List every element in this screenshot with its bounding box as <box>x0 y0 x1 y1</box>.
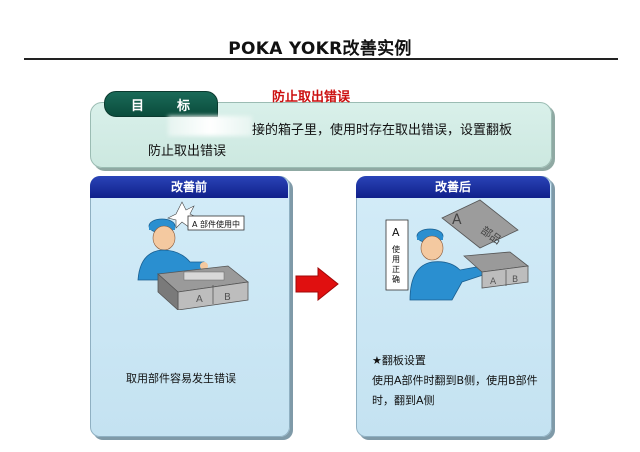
before-caption: 取用部件容易发生错误 <box>126 372 236 385</box>
blurred-text <box>168 116 252 136</box>
worker-icon <box>409 228 488 301</box>
goal-text-line-1: 接的箱子里，使用时存在取出错误，设置翻板 <box>252 123 513 138</box>
parts-box-icon <box>463 251 530 289</box>
correct-use-sign-icon <box>385 219 409 291</box>
after-caption-line-2: 时，翻到A侧 <box>372 394 435 407</box>
sign-text: A 部件使用中 <box>192 219 240 229</box>
alert-sign-icon <box>167 201 245 231</box>
side-sign-char-1: 使 <box>392 244 400 254</box>
parts-box-icon <box>157 265 249 310</box>
goal-tab-label-2: 标 <box>177 99 191 114</box>
side-sign-char-4: 确 <box>392 274 400 284</box>
side-sign-char-3: 正 <box>392 265 400 274</box>
goal-heading: 防止取出错误 <box>272 90 351 105</box>
goal-text-line-2: 防止取出错误 <box>148 144 227 159</box>
side-sign-char-2: 用 <box>392 255 400 264</box>
side-sign-letter: A <box>392 226 400 239</box>
after-box-letter-a: A <box>490 277 497 287</box>
worker-icon <box>137 218 208 281</box>
page-title: POKA YOKR改善实例 <box>228 39 412 59</box>
before-illustration: A 部件使用中 A B <box>137 201 249 310</box>
title-divider <box>24 58 618 60</box>
right-arrow-icon <box>295 267 339 301</box>
goal-tab-label-1: 目 <box>131 99 145 114</box>
goal-tab: 目 标 <box>104 91 218 117</box>
flap-letter: A <box>452 212 462 228</box>
after-illustration: A 部品 A 使 用 正 确 A B <box>385 199 530 301</box>
after-caption-line-1: 使用A部件时翻到B侧，使用B部件 <box>372 374 538 387</box>
after-caption-title: ★翻板设置 <box>372 354 426 367</box>
after-tab: 改善后 <box>356 176 550 198</box>
after-box-letter-b: B <box>512 275 518 285</box>
box-letter-a: A <box>196 294 203 305</box>
before-tab: 改善前 <box>90 176 288 198</box>
box-letter-b: B <box>224 292 231 303</box>
flip-board-icon <box>441 199 519 249</box>
